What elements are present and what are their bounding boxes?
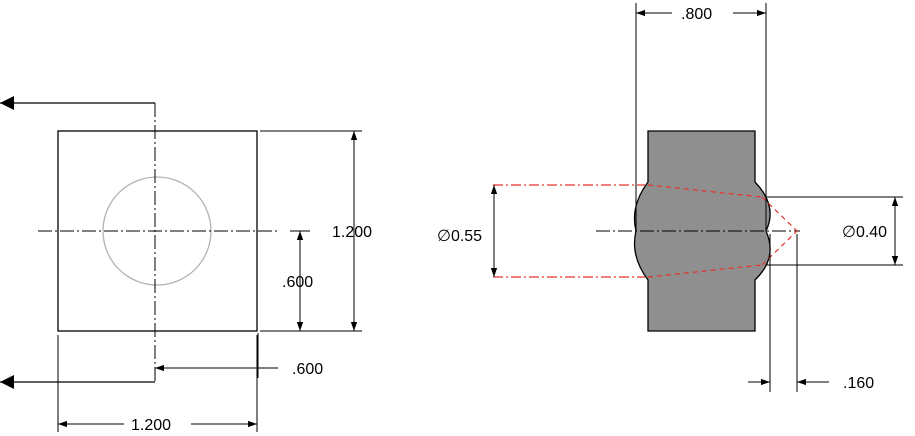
dim-depth-label: .160 — [843, 375, 874, 392]
dim-height-half: .600 — [260, 230, 313, 332]
dim-offset: .600 — [155, 333, 323, 378]
dim-dia-right: ∅0.40 — [766, 196, 903, 266]
dim-depth: .160 — [748, 234, 874, 392]
dim-dia-right-label: ∅0.40 — [842, 224, 887, 241]
front-view: 1.200 .600 .600 1.200 — [0, 96, 372, 434]
section-view: .800 ∅0.55 ∅0.40 .160 — [437, 3, 903, 392]
dim-section-width-label: .800 — [681, 6, 712, 23]
cutting-plane-line — [0, 96, 156, 389]
front-view-outline — [57, 130, 258, 332]
dim-height-full: 1.200 — [260, 130, 372, 332]
dim-width: 1.200 — [57, 335, 258, 434]
dim-dia-left: ∅0.55 — [437, 185, 498, 277]
dim-height-full-label: 1.200 — [332, 224, 372, 241]
dim-height-half-label: .600 — [282, 274, 313, 291]
dim-section-width: .800 — [635, 3, 767, 230]
dim-offset-label: .600 — [292, 361, 323, 378]
hidden-lines — [493, 184, 798, 278]
dim-width-label: 1.200 — [131, 417, 171, 434]
hole-circle — [102, 176, 212, 286]
dim-dia-left-label: ∅0.55 — [437, 228, 482, 245]
